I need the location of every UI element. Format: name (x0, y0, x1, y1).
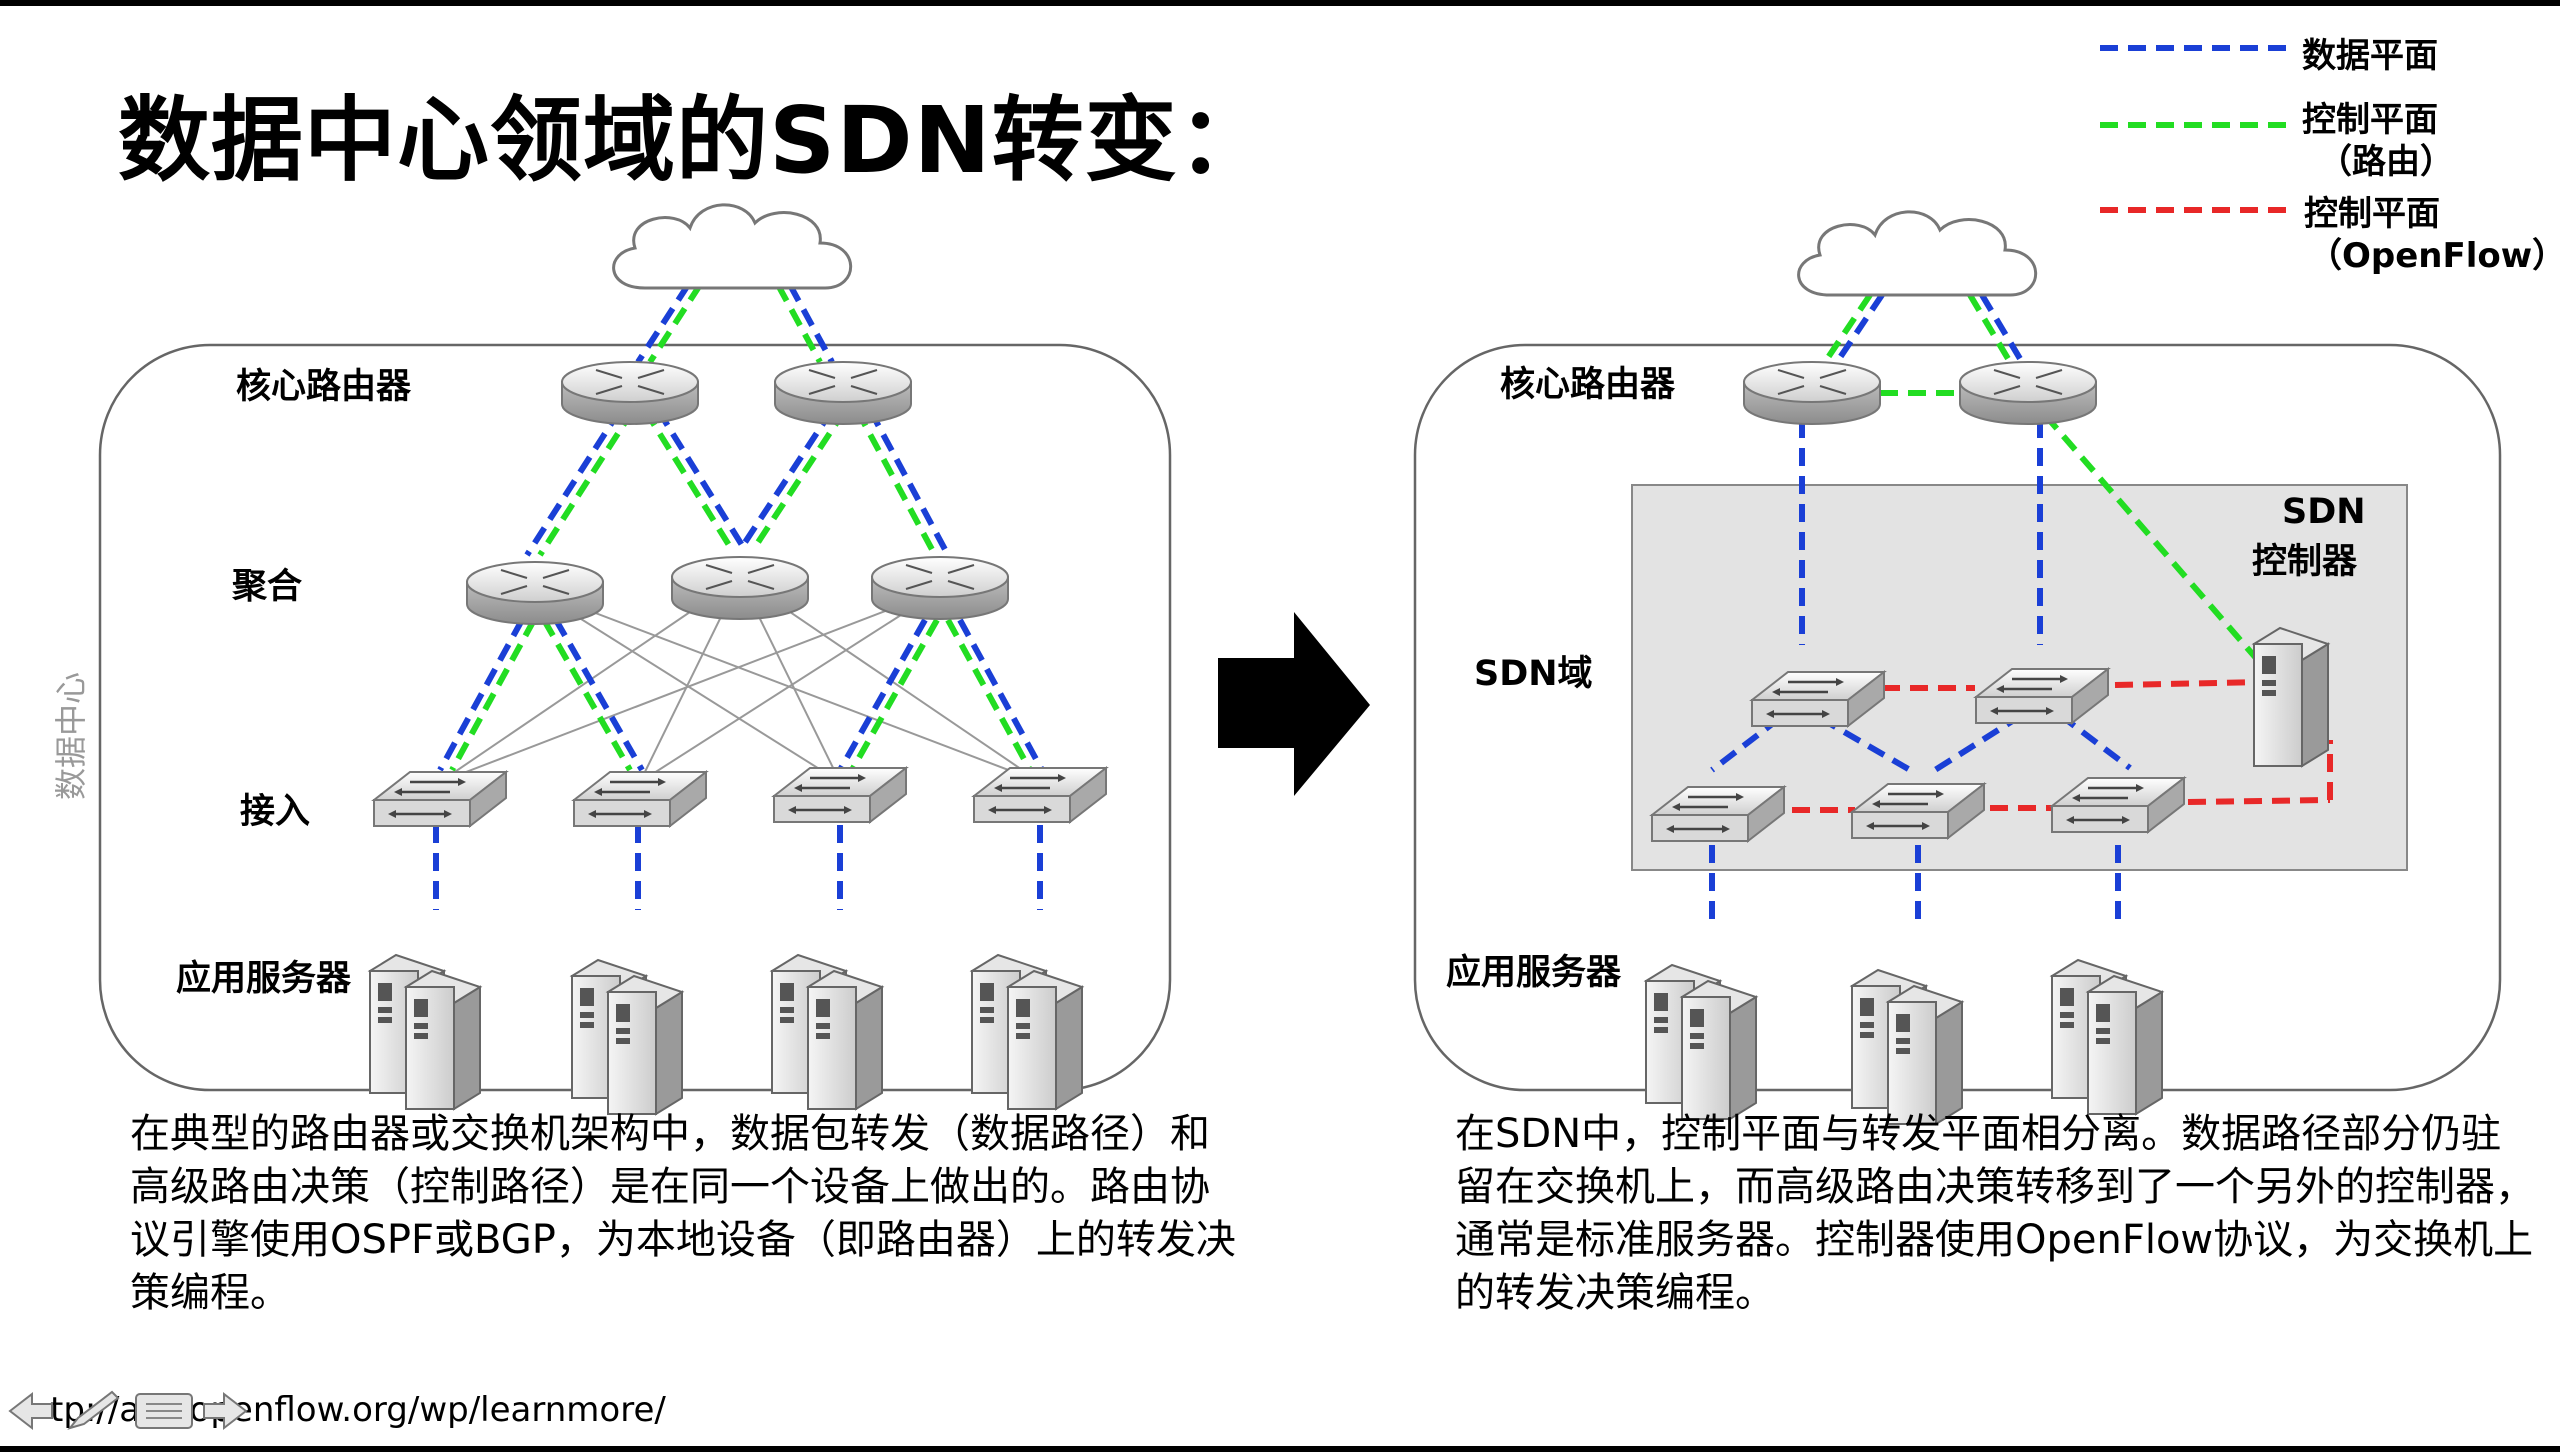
core-router-icon (561, 361, 699, 425)
internet-cloud-icon (1797, 210, 2038, 297)
core-router-icon (1743, 361, 1881, 425)
label-aggregation: 聚合 (232, 567, 303, 607)
legend-control-openflow-sub: （OpenFlow） (2308, 236, 2560, 276)
slide-title: 数据中心领域的SDN转变： (118, 87, 1271, 194)
label-sdn-controller-sub: 控制器 (2252, 542, 2358, 582)
label-sdn-controller: SDN (2282, 492, 2366, 532)
label-access: 接入 (240, 792, 311, 832)
top-rule (0, 0, 2560, 6)
aggregation-router-icon (466, 561, 604, 625)
internet-cloud-icon (612, 203, 853, 290)
label-sdn-domain: SDN域 (1474, 654, 1593, 694)
label-app-servers-sdn: 应用服务器 (1446, 953, 1622, 993)
label-app-servers: 应用服务器 (176, 959, 352, 999)
core-router-icon (1959, 361, 2097, 425)
left-description: 在典型的路由器或交换机架构中，数据包转发（数据路径）和高级路由决策（控制路径）是… (130, 1111, 1236, 1316)
label-core-router-sdn: 核心路由器 (1500, 365, 1676, 405)
legend-data-plane: 数据平面 (2302, 36, 2438, 76)
legend-control-routing: 控制平面 (2302, 100, 2438, 140)
legend-control-routing-sub: （路由） (2318, 142, 2454, 182)
slide-nav-controls (8, 1390, 248, 1431)
aggregation-router-icon (671, 556, 809, 620)
left-diagram (98, 203, 1172, 1114)
transition-arrow-icon (1218, 612, 1370, 796)
datacenter-side-label: 数据中心 (52, 671, 90, 800)
prev-arrow-icon[interactable] (8, 1391, 53, 1431)
right-description: 在SDN中，控制平面与转发平面相分离。数据路径部分仍驻留在交换机上，而高级路由决… (1455, 1111, 2535, 1316)
next-arrow-icon[interactable] (203, 1391, 248, 1431)
bottom-rule (0, 1446, 2560, 1452)
pen-icon[interactable] (67, 1390, 120, 1430)
legend-lines (2100, 45, 2290, 213)
legend-control-openflow: 控制平面 (2304, 194, 2440, 234)
core-router-icon (774, 361, 912, 425)
label-core-router: 核心路由器 (236, 367, 412, 407)
aggregation-router-icon (871, 556, 1009, 620)
sdn-controller-server-icon (2253, 627, 2329, 767)
right-diagram (1413, 210, 2502, 1124)
menu-icon[interactable] (135, 1393, 193, 1429)
